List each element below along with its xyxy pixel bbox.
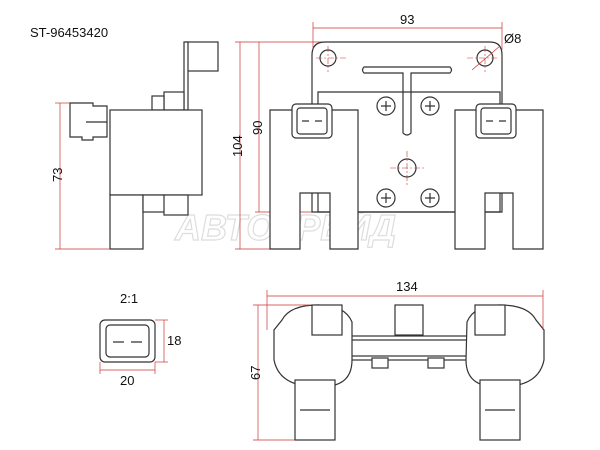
coil-right bbox=[454, 109, 544, 250]
dim-73-label: 73 bbox=[50, 168, 65, 182]
dim-18-label: 18 bbox=[167, 333, 181, 348]
dim-73: 73 bbox=[50, 102, 110, 250]
dim-67: 67 bbox=[248, 304, 310, 441]
connector-right bbox=[475, 103, 517, 139]
dim-18: 18 bbox=[155, 319, 181, 363]
dim-104-label: 104 bbox=[230, 135, 245, 157]
connector-left bbox=[291, 103, 333, 139]
bottom-view bbox=[273, 304, 545, 441]
dim-90-label: 90 bbox=[250, 121, 265, 135]
dim-134: 134 bbox=[266, 279, 544, 330]
connector-detail bbox=[99, 319, 156, 363]
part-number: ST-96453420 bbox=[30, 25, 108, 40]
dim-20-label: 20 bbox=[120, 373, 134, 388]
dim-dia8-label: Ø8 bbox=[504, 31, 521, 46]
dim-134-label: 134 bbox=[396, 279, 418, 294]
coil-left bbox=[269, 109, 359, 250]
dim-93-label: 93 bbox=[400, 12, 414, 27]
front-view bbox=[269, 41, 544, 250]
detail-scale-label: 2:1 bbox=[120, 291, 138, 306]
dim-67-label: 67 bbox=[248, 366, 263, 380]
t-slot bbox=[361, 66, 453, 136]
dim-104: 104 bbox=[230, 41, 340, 250]
dim-20: 20 bbox=[99, 362, 156, 388]
side-view bbox=[69, 41, 219, 250]
dim-93: 93 Ø8 bbox=[312, 12, 521, 71]
dim-90: 90 bbox=[250, 42, 312, 213]
screw-icon bbox=[376, 96, 440, 208]
